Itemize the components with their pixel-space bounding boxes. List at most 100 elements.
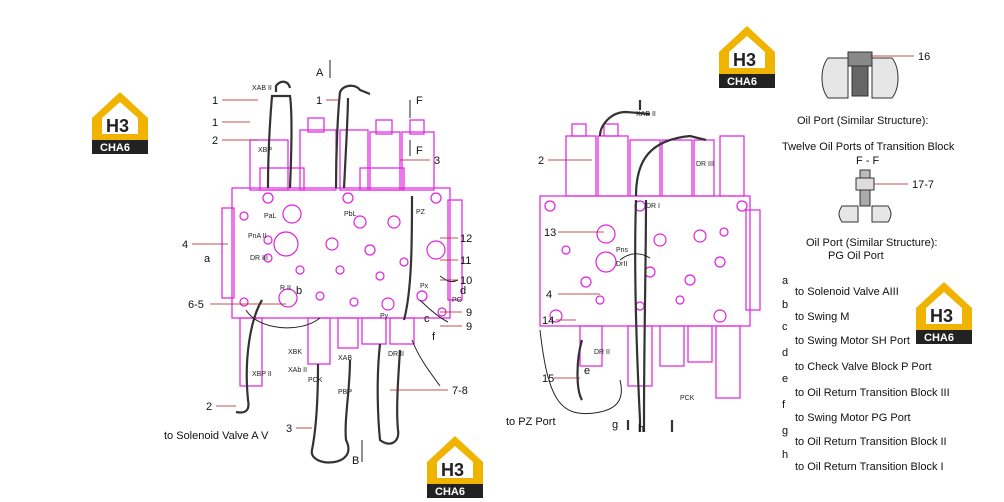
legend-text: to Oil Return Transition Block I <box>795 461 944 473</box>
legend-key: f <box>782 399 786 411</box>
port-label: Py <box>380 313 389 320</box>
port-label: XBK <box>288 349 302 356</box>
bottom-cap <box>687 325 713 363</box>
logo-watermark: H3 CHA6 <box>92 92 148 154</box>
callout-label: 15 <box>542 373 554 385</box>
callout-label: 9 <box>466 321 472 333</box>
section-label: F <box>416 95 423 107</box>
callout-label: 2 <box>538 155 544 167</box>
caption-line: PG Oil Port <box>828 250 884 262</box>
destination-label: to Solenoid Valve A V <box>164 430 269 442</box>
callout-label: 7-8 <box>452 385 468 397</box>
legend-key: d <box>782 347 788 359</box>
route-letter: c <box>424 313 430 325</box>
callout-label: 14 <box>542 315 554 327</box>
bottom-cap <box>361 317 387 345</box>
legend-key: e <box>782 373 788 385</box>
callout-label: 4 <box>546 289 552 301</box>
logo-line2: CHA6 <box>727 76 757 88</box>
callout-label: 17-7 <box>912 179 934 191</box>
spool-block <box>259 167 305 191</box>
port-label: DR III <box>696 161 714 168</box>
port-label: R II <box>280 285 291 292</box>
legend-key: b <box>782 299 788 311</box>
caption-line: Oil Port (Similar Structure): <box>797 115 928 127</box>
spool-nut <box>603 123 619 137</box>
logo-line1: H3 <box>106 116 129 136</box>
spool-cap <box>401 131 435 191</box>
section-label: F <box>416 145 423 157</box>
bottom-cap <box>389 317 415 345</box>
spool-cap <box>369 131 401 191</box>
callout-label: 3 <box>286 423 292 435</box>
callout-label: 6-5 <box>188 299 204 311</box>
spool-nut <box>571 123 587 137</box>
port-label: PaL <box>264 213 277 220</box>
spool-cap <box>339 129 369 191</box>
logo-watermark: H3 CHA6 <box>916 282 972 344</box>
port-label: XAB II <box>636 111 656 118</box>
oil-port-detail: 16 Oil Port (Similar Structure): Twelve … <box>782 51 955 153</box>
caption-line: Oil Port (Similar Structure): <box>806 237 937 249</box>
port-label: PCK <box>680 395 695 402</box>
destination-label: to PZ Port <box>506 416 556 428</box>
port-label: PBP <box>338 389 352 396</box>
route-letter: b <box>296 285 302 297</box>
callout-label: 4 <box>182 239 188 251</box>
legend-key: h <box>782 449 788 461</box>
pg-port-detail: F - F 17-7 Oil Port (Similar Structure):… <box>806 155 937 262</box>
legend-text: to Oil Return Transition Block III <box>795 387 950 399</box>
route-letter: f <box>432 331 436 343</box>
spool-block <box>359 167 405 191</box>
callout-label: 11 <box>460 255 471 267</box>
callout-label: 3 <box>434 155 440 167</box>
spool-cap <box>629 139 661 197</box>
callout-label: 2 <box>206 401 212 413</box>
legend-text: to Oil Return Transition Block II <box>795 436 947 448</box>
port-label: PnA II <box>248 233 267 240</box>
callout-label: 2 <box>212 135 218 147</box>
callout-label: 9 <box>466 307 472 319</box>
legend-key: c <box>782 321 788 333</box>
logo-watermark: H3 CHA6 <box>427 436 483 498</box>
legend-text: to Solenoid Valve AIII <box>795 286 899 298</box>
legend-key: a <box>782 275 789 287</box>
callout-label: 16 <box>918 51 930 63</box>
port-label: DrII <box>616 261 627 268</box>
valve-side-flange <box>447 199 463 301</box>
route-letter: g <box>612 419 618 431</box>
legend-text: to Swing Motor SH Port <box>795 335 910 347</box>
caption-line: Twelve Oil Ports of Transition Block <box>782 141 955 153</box>
spool-nut <box>375 119 393 135</box>
callout-label: 1 <box>212 117 218 129</box>
spool-cap <box>565 135 597 197</box>
logo-line1: H3 <box>930 306 953 326</box>
legend-text: to Check Valve Block P Port <box>795 361 932 373</box>
port-label: XAB II <box>252 85 272 92</box>
valve-side-flange <box>745 209 761 311</box>
logo-line1: H3 <box>441 460 464 480</box>
legend: a to Solenoid Valve AIII b to Swing M c … <box>782 275 950 473</box>
port-label: PG <box>452 297 462 304</box>
spool-nut <box>409 119 425 135</box>
logo-line2: CHA6 <box>100 142 130 154</box>
port-label: PbL <box>344 211 357 218</box>
route-letter: h <box>638 423 644 435</box>
route-letter: d <box>460 285 466 297</box>
bottom-cap <box>307 317 331 365</box>
port-label: PZ <box>416 209 426 216</box>
bottom-cap <box>579 325 603 367</box>
valve-side-flange <box>221 207 235 299</box>
port-label: Pns <box>616 247 629 254</box>
port-label: DR II <box>594 349 610 356</box>
spool-cap <box>299 129 337 191</box>
callout-label: 1 <box>212 95 218 107</box>
bottom-cap <box>239 317 263 387</box>
port-label: XAb II <box>288 367 307 374</box>
port-label: XBP II <box>252 371 272 378</box>
route-letter: e <box>584 365 590 377</box>
bottom-cap <box>337 317 359 349</box>
port-label: DR III <box>250 255 268 262</box>
spool-cap <box>693 139 715 197</box>
section-title: F - F <box>856 155 879 167</box>
